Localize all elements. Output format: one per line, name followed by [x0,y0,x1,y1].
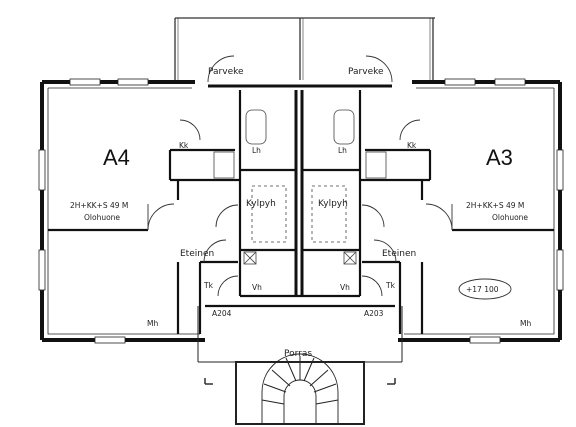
level-marker [458,278,512,300]
bathroom-right: Kylpyh [318,199,348,209]
bathroom-left: Kylpyh [246,199,276,209]
kitchen-right: Kk [407,141,417,150]
bedroom-left: Mh [147,319,158,328]
windows [38,78,564,344]
wardrobe-right: Vh [340,283,350,292]
linen-left: Lh [252,146,261,155]
door-code-left: A204 [212,309,232,318]
balcony-label-left: Parveke [208,67,244,77]
living-room-right: Olohuone [492,213,528,222]
outer-wall-inner-lines [47,87,555,335]
balcony-label-right: Parveke [348,67,384,77]
closet-left: Tk [203,281,214,290]
stairwell-label: Porras [284,349,312,359]
spec-right: 2H+KK+S 49 M [466,201,524,210]
hall-left: Eteinen [180,249,214,259]
closet-right: Tk [385,281,396,290]
stairwell [197,306,403,425]
door-code-right: A203 [364,309,384,318]
outer-walls [40,80,562,342]
wardrobe-left: Vh [252,283,262,292]
bedroom-right: Mh [520,319,531,328]
interior-walls [48,90,554,334]
living-room-left: Olohuone [84,213,120,222]
linen-right: Lh [338,146,347,155]
hall-right: Eteinen [382,249,416,259]
bath-fixtures [213,109,387,265]
spec-left: 2H+KK+S 49 M [70,201,128,210]
balcony-frames [174,17,435,83]
door-swings [147,119,453,297]
apartment-id-right: A3 [486,145,513,170]
apartment-id-left: A4 [103,145,130,170]
level-value: +17 100 [466,285,499,294]
kitchen-left: Kk [179,141,189,150]
